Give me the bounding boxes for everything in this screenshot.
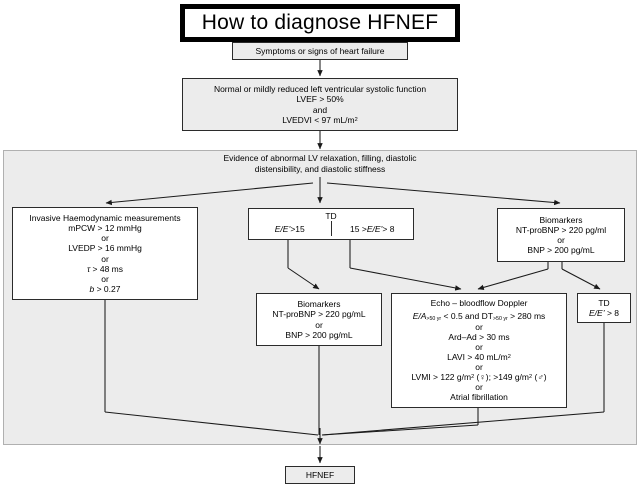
echo-lavi-exponent: 2 xyxy=(507,354,511,361)
lvef-line-1: Normal or mildly reduced left ventricula… xyxy=(213,84,427,95)
echo-or-4: or xyxy=(475,382,483,393)
echo-lvmi-mid: (♀); >149 g/m xyxy=(474,372,529,383)
echo-dt-value: > 280 ms xyxy=(507,311,546,322)
biomarkers-right-or: or xyxy=(557,235,565,245)
invasive-lvedp: LVEDP > 16 mmHg xyxy=(68,243,142,254)
invasive-or-3: or xyxy=(101,273,109,284)
biomarkers-mid-or: or xyxy=(315,319,323,330)
echo-header: Echo – bloodflow Doppler xyxy=(430,298,528,308)
node-hfnef-result: HFNEF xyxy=(285,466,355,484)
tau-symbol: τ xyxy=(86,263,91,274)
evidence-line-2: distensibility, and diastolic stiffness xyxy=(254,163,386,174)
echo-or-3: or xyxy=(475,362,483,373)
td-bottom-threshold: > 8 xyxy=(604,308,619,318)
lvedvi-text: LVEDVI < 97 mL/m xyxy=(282,114,355,125)
echo-ea-dt: E/A>50 yr < 0.5 and DT>50 yr > 280 ms xyxy=(392,311,566,322)
echo-ea-sub: >50 yr xyxy=(426,316,442,323)
evidence-line-1: Evidence of abnormal LV relaxation, fill… xyxy=(223,153,417,163)
evidence-panel-title: Evidence of abnormal LV relaxation, fill… xyxy=(3,153,637,174)
invasive-header: Invasive Haemodynamic measurements xyxy=(29,213,181,224)
b-value: > 0.27 xyxy=(94,283,121,294)
echo-ard-ad: Ard–Ad > 30 ms xyxy=(448,332,510,343)
invasive-tau: τ > 48 ms xyxy=(13,264,197,274)
echo-lvmi-end: (♂) xyxy=(532,372,547,383)
biomarkers-mid-header: Biomarkers xyxy=(297,299,341,310)
echo-lavi: LAVI > 40 mL/m2 xyxy=(392,352,566,362)
td-right-prefix: 15 > xyxy=(350,223,367,234)
td-bottom-prime: ’ xyxy=(602,308,605,318)
b-symbol: b xyxy=(89,283,95,294)
node-symptoms: Symptoms or signs of heart failure xyxy=(232,42,408,60)
td-top-right-cell: 15 > E/E’ > 8 xyxy=(332,221,414,236)
echo-ea-symbol: E/A xyxy=(412,311,427,322)
node-lv-systolic-function: Normal or mildly reduced left ventricula… xyxy=(182,78,458,131)
invasive-or-1: or xyxy=(101,233,109,244)
node-biomarkers-right: Biomarkers NT-proBNP > 220 pg/ml or BNP … xyxy=(497,208,625,262)
td-left-ee: E/E xyxy=(274,223,289,234)
echo-lvmi-exponent-1: 2 xyxy=(471,374,475,381)
echo-dt-text: < 0.5 and DT xyxy=(441,311,493,322)
td-right-ee: E/E xyxy=(366,223,381,234)
node-invasive-haemodynamic: Invasive Haemodynamic measurements mPCW … xyxy=(12,207,198,300)
td-left-value: >15 xyxy=(290,223,305,234)
chart-title-box: How to diagnose HFNEF xyxy=(180,4,460,42)
echo-lvmi-text: LVMI > 122 g/m xyxy=(411,372,472,383)
td-top-header: TD xyxy=(325,211,337,221)
invasive-b: b > 0.27 xyxy=(13,284,197,294)
echo-lvmi: LVMI > 122 g/m2 (♀); >149 g/m2 (♂) xyxy=(392,372,566,382)
echo-dt-sub: >50 yr xyxy=(492,316,508,323)
symptoms-text: Symptoms or signs of heart failure xyxy=(255,45,385,56)
chart-title-text: How to diagnose HFNEF xyxy=(201,10,439,34)
echo-or-1: or xyxy=(475,322,483,333)
biomarkers-right-header: Biomarkers xyxy=(539,214,583,225)
td-top-left-cell: E/E’ >15 xyxy=(249,221,332,237)
td-bottom-ee: E/E xyxy=(588,308,603,318)
biomarkers-right-bnp: BNP > 200 pg/mL xyxy=(527,245,595,256)
echo-atrial-fibrillation: Atrial fibrillation xyxy=(450,392,508,403)
lvef-line-2: LVEF > 50% xyxy=(296,94,344,105)
node-td-bottom: TD E/E’ > 8 xyxy=(577,293,631,323)
echo-lavi-text: LAVI > 40 mL/m xyxy=(447,352,508,363)
td-right-value: > 8 xyxy=(382,223,395,234)
td-bottom-value: E/E’ > 8 xyxy=(578,308,630,318)
lvedvi-exponent: 2 xyxy=(354,116,358,123)
td-left-prime: ’ xyxy=(288,223,291,234)
echo-lvmi-exponent-2: 2 xyxy=(529,374,533,381)
node-biomarkers-mid: Biomarkers NT-proBNP > 220 pg/mL or BNP … xyxy=(256,293,382,346)
lvef-line-3: and xyxy=(312,104,328,115)
echo-or-2: or xyxy=(475,342,483,353)
td-top-columns: E/E’ >15 15 > E/E’ > 8 xyxy=(249,221,414,237)
biomarkers-mid-ntprobnp: NT-proBNP > 220 pg/mL xyxy=(272,309,366,320)
hfnef-text: HFNEF xyxy=(305,469,335,480)
tau-value: > 48 ms xyxy=(90,263,124,274)
node-td-top: TD E/E’ >15 15 > E/E’ > 8 xyxy=(248,208,414,240)
biomarkers-right-ntprobnp: NT-proBNP > 220 pg/ml xyxy=(515,224,607,235)
td-right-prime: ’ xyxy=(380,223,383,234)
invasive-mpcw: mPCW > 12 mmHg xyxy=(68,223,142,234)
node-echo-bloodflow-doppler: Echo – bloodflow Doppler E/A>50 yr < 0.5… xyxy=(391,293,567,408)
td-bottom-header: TD xyxy=(598,297,610,308)
lvef-line-4: LVEDVI < 97 mL/m2 xyxy=(183,115,457,125)
invasive-or-2: or xyxy=(101,253,109,264)
biomarkers-mid-bnp: BNP > 200 pg/mL xyxy=(285,329,353,340)
